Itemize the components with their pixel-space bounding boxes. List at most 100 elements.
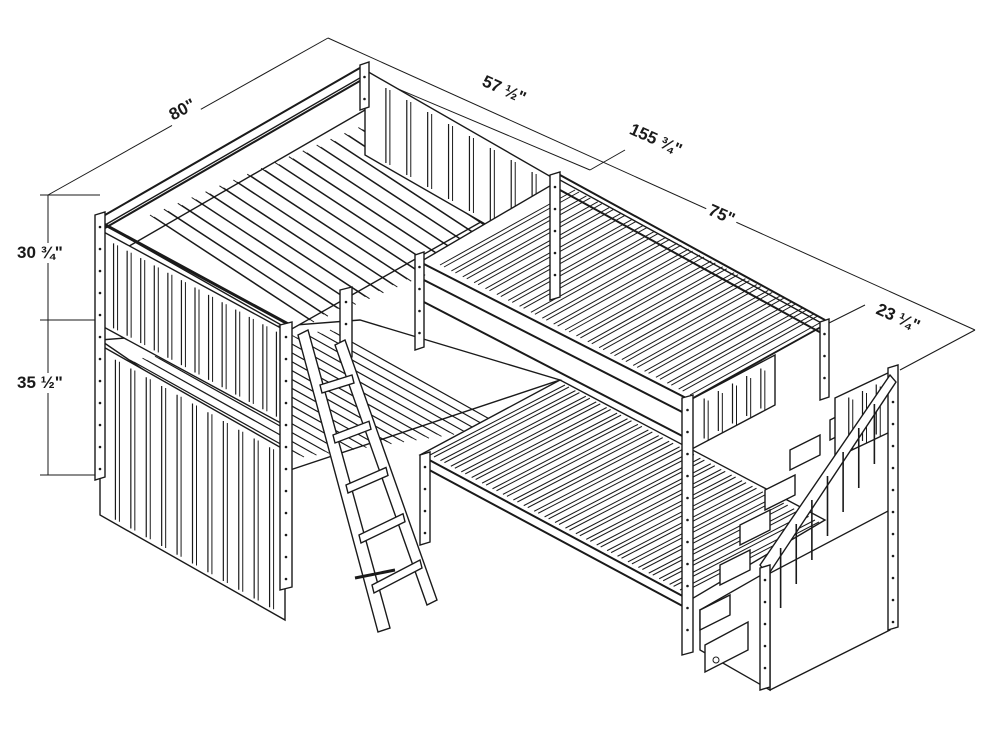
lower-right-slat [450,395,587,467]
bolt-hole [98,467,102,471]
upper-left-slat [233,179,394,286]
upper-right-guard-rail [419,277,691,417]
upper-right-slat [678,313,814,390]
upper-right-slat [598,272,735,349]
lower-right-slat [596,474,732,546]
upper-left-slat [330,138,491,245]
bolt-hole [891,444,895,448]
upper-right-slat [557,250,693,327]
upper-left-slat [316,144,477,251]
lower-right-slat [600,476,736,548]
bolt-hole [284,335,288,339]
bolt-hole [763,578,767,582]
upper-right-slat [530,236,667,313]
upper-left-slat [191,197,352,303]
bolt-hole [284,357,288,361]
bolt-hole [284,467,288,471]
upper-right-slat [644,295,780,372]
lower-left-slat [296,337,467,434]
upper-right-slat [602,274,739,351]
lower-right-slat [565,457,701,529]
bolt-hole [686,474,689,478]
bolt-hole [686,540,689,544]
bolt-hole [418,331,421,335]
staircase-post [887,364,899,631]
bolt-hole [686,430,689,434]
lower-right-slat [533,440,670,512]
lower-right-slat [523,435,659,507]
upper-right-slat [519,230,655,307]
bolt-hole [284,489,288,493]
stair-step-1 [699,593,731,632]
bolt-hole [686,562,689,566]
bolt-hole [553,185,557,189]
lower-right-slat [429,384,566,456]
bolt-hole [891,554,895,558]
upper-right-slat [689,319,826,396]
bolt-hole [823,354,826,358]
upper-right-slat [659,303,796,380]
bolt-hole [763,666,767,670]
stair-step-4 [764,473,796,512]
upper-right-slat [462,201,598,278]
upper-left-slat [274,162,436,268]
bolt-hole [686,518,689,522]
drawer-knob [712,656,720,664]
bolt-hole [891,466,895,470]
bolt-hole [763,622,767,626]
upper-left-slat [288,156,450,263]
bolt-hole [891,576,895,580]
upper-right-slat [477,209,614,286]
upper-left-slat [181,204,343,311]
bolt-hole [418,265,421,269]
bolt-hole [686,496,689,500]
upper-right-slat [451,195,587,272]
lower-right-slat [440,390,576,462]
stair-step-3 [739,508,771,547]
upper-left-top-rail [99,220,291,327]
upper-right-slat [507,225,644,301]
bolt-hole [763,600,767,604]
upper-right-slat [511,227,648,303]
upper-right-back-rail [559,189,826,336]
stair-step-2 [719,548,751,587]
upper-right-slat [648,297,784,374]
bolt-hole [363,75,366,79]
dimension-35-half: 35 ½" [14,373,66,393]
bolt-hole [686,628,689,632]
lower-left-slat [158,357,330,454]
upper-right-slat [580,262,716,339]
upper-right-slat [610,278,746,355]
upper-right-side-rail [419,299,691,441]
right-back-post [819,318,830,401]
lower-right-slat [606,480,743,552]
ladder-rung-4 [358,512,406,545]
ladder-rail-left [297,328,391,633]
bolt-hole [98,247,102,251]
upper-right-slat [587,266,723,343]
bolt-hole [284,401,288,405]
upper-left-back-rail [104,64,366,216]
upper-right-slat [523,232,659,309]
upper-left-slat [205,191,366,298]
bolt-hole [284,555,288,559]
bolt-hole [363,97,366,101]
bolt-hole [98,423,102,427]
upper-right-slat [500,221,637,297]
upper-left-slat [292,158,454,265]
upper-right-slat [591,268,727,345]
upper-left-slat [219,185,380,292]
upper-left-slat [250,175,412,282]
bolt-hole [553,273,557,277]
lower-right-rail [419,454,691,601]
upper-left-slat [302,150,464,257]
bolt-hole [686,452,689,456]
bolt-hole [98,291,102,295]
upper-right-slat [466,203,602,280]
bolt-hole [284,533,288,537]
lower-right-slat [496,420,632,492]
bolt-hole [423,465,427,469]
bolt-hole [98,335,102,339]
bolt-hole [891,422,895,426]
lower-right-slat [444,392,580,464]
